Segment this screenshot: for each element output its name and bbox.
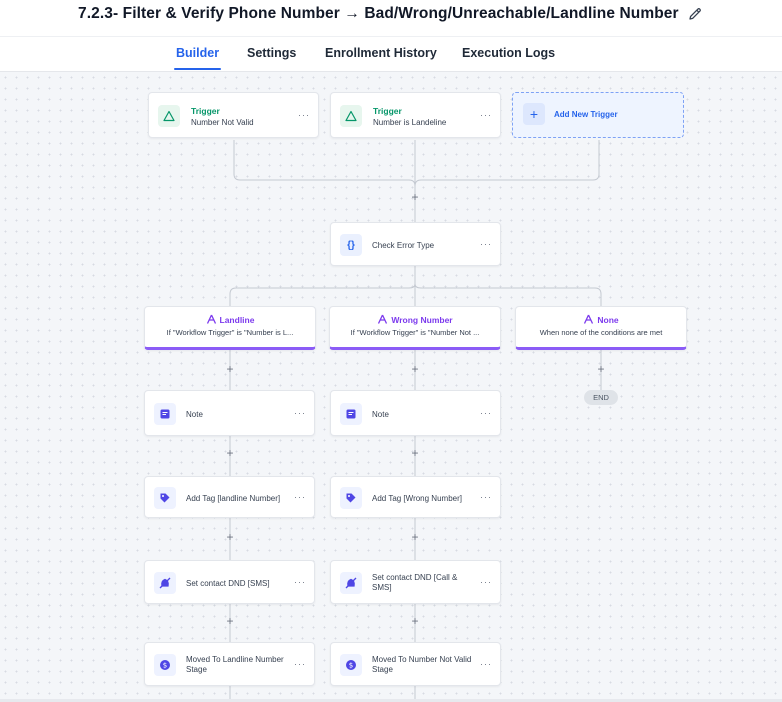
do-not-disturb-icon — [340, 572, 362, 594]
branch-name: Wrong Number — [391, 314, 453, 325]
add-step-plus-icon[interactable]: + — [226, 446, 234, 460]
more-options-icon[interactable]: ··· — [480, 577, 492, 587]
horizontal-scrollbar[interactable] — [0, 699, 782, 702]
branch-card-none[interactable]: None When none of the conditions are met — [515, 306, 687, 350]
branch-split-icon — [378, 314, 388, 324]
more-options-icon[interactable]: ··· — [294, 577, 306, 587]
branch-card-wrong-number[interactable]: Wrong Number If "Workflow Trigger" is "N… — [329, 306, 501, 350]
more-options-icon[interactable]: ··· — [480, 659, 492, 669]
add-step-plus-icon[interactable]: + — [411, 530, 419, 544]
branch-condition: If "Workflow Trigger" is "Number Not ... — [350, 328, 480, 337]
warning-triangle-icon — [158, 105, 180, 127]
note-icon — [154, 403, 176, 425]
more-options-icon[interactable]: ··· — [298, 110, 310, 120]
workflow-canvas[interactable]: Trigger Number Not Valid ··· Trigger Num… — [0, 72, 782, 702]
trigger-subtitle: Number is Landeline — [373, 118, 447, 127]
action-label: Add Tag [landline Number] — [186, 494, 281, 503]
dollar-coin-icon: $ — [340, 654, 362, 676]
tab-execution-logs[interactable]: Execution Logs — [462, 46, 556, 60]
code-braces-icon: {} — [340, 234, 362, 256]
more-options-icon[interactable]: ··· — [480, 492, 492, 502]
action-label: Set contact DND [Call & SMS] — [372, 573, 458, 592]
trigger-card-number-not-valid[interactable]: Trigger Number Not Valid ··· — [148, 92, 319, 138]
branch-card-landline[interactable]: Landline If "Workflow Trigger" is "Numbe… — [144, 306, 316, 350]
more-options-icon[interactable]: ··· — [480, 110, 492, 120]
branch-name: Landline — [219, 314, 255, 325]
action-label: Note — [372, 410, 389, 419]
workflow-title: 7.2.3- Filter & Verify Phone Number → Ba… — [78, 5, 679, 22]
action-label: Add Tag [Wrong Number] — [372, 494, 462, 503]
action-card-note[interactable]: Note ··· — [330, 390, 501, 436]
trigger-card-number-is-landline[interactable]: Trigger Number is Landeline ··· — [330, 92, 501, 138]
note-icon — [340, 403, 362, 425]
add-trigger-label: Add New Trigger — [554, 110, 618, 119]
tag-icon — [340, 487, 362, 509]
add-step-plus-icon[interactable]: + — [226, 362, 234, 376]
pencil-edit-icon[interactable] — [687, 6, 703, 22]
trigger-title: Trigger — [373, 106, 402, 116]
trigger-subtitle: Number Not Valid — [191, 118, 254, 127]
branch-condition: When none of the conditions are met — [539, 328, 663, 337]
add-new-trigger-button[interactable]: + Add New Trigger — [512, 92, 684, 138]
add-step-plus-icon[interactable]: + — [226, 530, 234, 544]
workflow-header: 7.2.3- Filter & Verify Phone Number → Ba… — [0, 0, 782, 36]
connector-lines — [229, 140, 602, 702]
action-label: Moved To Number Not Valid Stage — [372, 655, 472, 674]
branch-condition: If "Workflow Trigger" is "Number is L... — [166, 328, 294, 337]
tab-builder[interactable]: Builder — [173, 46, 222, 70]
dollar-coin-icon: $ — [154, 654, 176, 676]
add-step-plus-icon[interactable]: + — [411, 614, 419, 628]
action-card-set-dnd[interactable]: Set contact DND [Call & SMS] ··· — [330, 560, 501, 604]
action-label: Moved To Landline Number Stage — [186, 655, 284, 674]
action-card-add-tag[interactable]: Add Tag [landline Number] ··· — [144, 476, 315, 518]
end-marker: END — [584, 390, 618, 405]
action-label: Note — [186, 410, 203, 419]
tab-settings[interactable]: Settings — [247, 46, 297, 60]
more-options-icon[interactable]: ··· — [294, 408, 306, 418]
svg-text:$: $ — [163, 662, 167, 670]
do-not-disturb-icon — [154, 572, 176, 594]
plus-icon: + — [523, 103, 545, 125]
add-step-plus-icon[interactable]: + — [597, 362, 605, 376]
more-options-icon[interactable]: ··· — [480, 408, 492, 418]
add-step-plus-icon[interactable]: + — [411, 362, 419, 376]
add-step-plus-icon[interactable]: + — [226, 614, 234, 628]
branch-split-icon — [584, 314, 594, 324]
more-options-icon[interactable]: ··· — [294, 659, 306, 669]
action-label: Set contact DND [SMS] — [186, 579, 270, 588]
more-options-icon[interactable]: ··· — [294, 492, 306, 502]
tab-enrollment-history[interactable]: Enrollment History — [325, 46, 437, 60]
action-card-add-tag[interactable]: Add Tag [Wrong Number] ··· — [330, 476, 501, 518]
svg-text:$: $ — [349, 662, 353, 670]
branch-split-icon — [206, 314, 216, 324]
action-card-note[interactable]: Note ··· — [144, 390, 315, 436]
action-card-move-stage[interactable]: $ Moved To Landline Number Stage ··· — [144, 642, 315, 686]
more-options-icon[interactable]: ··· — [480, 239, 492, 249]
add-step-plus-icon[interactable]: + — [411, 446, 419, 460]
branch-name: None — [597, 314, 619, 325]
workflow-tabs: Builder Settings Enrollment History Exec… — [0, 36, 782, 72]
add-step-plus-icon[interactable]: + — [411, 190, 419, 204]
tag-icon — [154, 487, 176, 509]
action-card-move-stage[interactable]: $ Moved To Number Not Valid Stage ··· — [330, 642, 501, 686]
warning-triangle-icon — [340, 105, 362, 127]
condition-card-check-error-type[interactable]: {} Check Error Type ··· — [330, 222, 501, 266]
action-card-set-dnd[interactable]: Set contact DND [SMS] ··· — [144, 560, 315, 604]
trigger-title: Trigger — [191, 106, 220, 116]
condition-label: Check Error Type — [372, 241, 435, 250]
